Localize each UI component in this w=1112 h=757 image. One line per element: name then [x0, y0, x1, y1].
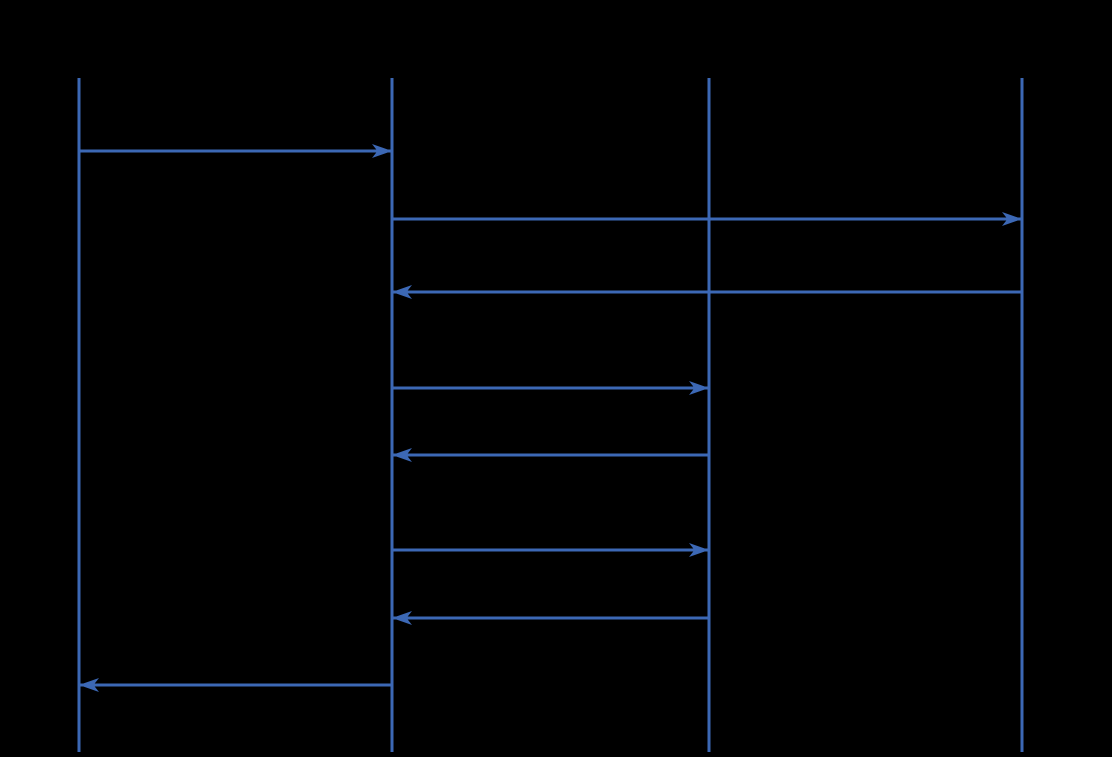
messages-group — [79, 144, 1022, 692]
lifelines-group — [77, 78, 1024, 752]
